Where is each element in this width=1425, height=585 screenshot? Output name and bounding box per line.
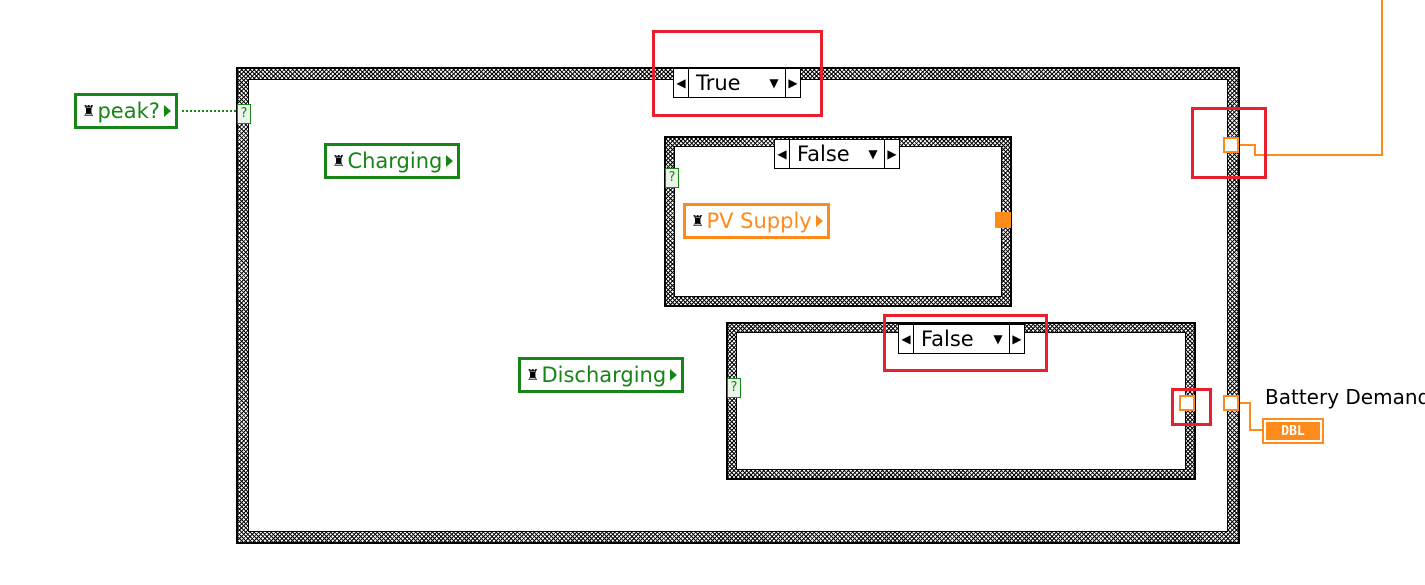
pv-supply-output-tunnel[interactable] bbox=[995, 212, 1011, 228]
discharging-case-selector-label: False bbox=[921, 327, 974, 351]
previous-case-icon[interactable]: ◀ bbox=[899, 325, 914, 353]
house-icon: ♜ bbox=[526, 366, 540, 384]
local-variable-peak[interactable]: ♜ peak? bbox=[74, 93, 178, 129]
battery-demand-indicator[interactable]: DBL bbox=[1262, 418, 1324, 444]
output-arrow-icon bbox=[163, 105, 171, 117]
local-variable-pv-supply-label: PV Supply bbox=[706, 209, 812, 233]
charging-selector-terminal[interactable]: ? bbox=[665, 168, 679, 188]
wire-tunnel-out bbox=[1238, 0, 1383, 156]
output-arrow-icon bbox=[670, 369, 678, 381]
discharging-selector-terminal[interactable]: ? bbox=[727, 378, 741, 398]
outer-output-tunnel-bottom[interactable] bbox=[1223, 395, 1239, 411]
charging-case-selector-label: False bbox=[797, 142, 850, 166]
outer-case-selector-label: True bbox=[696, 71, 741, 95]
highlight-discharging-case-selector bbox=[883, 314, 1048, 372]
battery-demand-label: Battery Demand bbox=[1265, 385, 1425, 409]
next-case-icon[interactable]: ▶ bbox=[884, 140, 899, 168]
output-arrow-icon bbox=[815, 215, 823, 227]
previous-case-icon[interactable]: ◀ bbox=[775, 140, 790, 168]
dropdown-arrow-icon[interactable]: ▼ bbox=[868, 147, 878, 161]
highlight-discharging-output-tunnel bbox=[1171, 388, 1212, 426]
dbl-type-label: DBL bbox=[1281, 423, 1305, 439]
house-icon: ♜ bbox=[332, 152, 346, 170]
charging-case-structure[interactable] bbox=[664, 136, 1012, 307]
output-arrow-icon bbox=[446, 155, 454, 167]
local-variable-discharging-label: Discharging bbox=[541, 363, 667, 387]
highlight-outer-case-selector bbox=[652, 30, 823, 117]
house-icon: ♜ bbox=[691, 212, 705, 230]
discharging-output-tunnel[interactable] bbox=[1179, 395, 1195, 411]
outer-selector-terminal[interactable]: ? bbox=[237, 104, 251, 124]
local-variable-charging[interactable]: ♜ Charging bbox=[324, 143, 461, 179]
dropdown-arrow-icon[interactable]: ▼ bbox=[993, 332, 1003, 346]
charging-case-selector[interactable]: ◀ False ▼ ▶ bbox=[774, 139, 900, 169]
local-variable-pv-supply[interactable]: ♜ PV Supply bbox=[683, 203, 830, 239]
highlight-outer-output-tunnel bbox=[1191, 107, 1267, 179]
local-variable-charging-label: Charging bbox=[347, 149, 443, 173]
outer-case-selector[interactable]: ◀ True ▼ ▶ bbox=[673, 68, 801, 98]
local-variable-discharging[interactable]: ♜ Discharging bbox=[518, 357, 685, 393]
next-case-icon[interactable]: ▶ bbox=[785, 69, 800, 97]
previous-case-icon[interactable]: ◀ bbox=[674, 69, 689, 97]
discharging-case-selector[interactable]: ◀ False ▼ ▶ bbox=[898, 324, 1025, 354]
local-variable-peak-label: peak? bbox=[97, 99, 160, 123]
dropdown-arrow-icon[interactable]: ▼ bbox=[769, 76, 779, 90]
outer-output-tunnel-top[interactable] bbox=[1223, 137, 1239, 153]
next-case-icon[interactable]: ▶ bbox=[1009, 325, 1024, 353]
wire-to-indicator bbox=[1238, 402, 1263, 431]
house-icon: ♜ bbox=[82, 102, 96, 120]
